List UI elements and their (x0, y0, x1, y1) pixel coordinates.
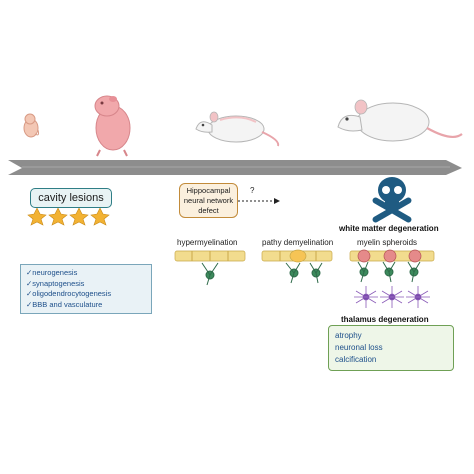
juvenile-mouse-icon (195, 111, 280, 147)
white-matter-title: white matter degeneration (339, 224, 439, 233)
stage-hypermyelination: hypermyelination (177, 238, 238, 247)
hippocampal-line-3: defect (198, 205, 219, 215)
embryo-icon (23, 113, 40, 138)
stage-demyelination: pathy demyelination (262, 238, 334, 247)
question-mark: ? (250, 186, 255, 195)
glia-cells (354, 286, 430, 308)
thalamus-title: thalamus degeneration (341, 315, 429, 324)
dev-item-neurogenesis: ✓neurogenesis (26, 268, 78, 277)
dev-item-synaptogenesis: ✓synaptogenesis (26, 278, 85, 288)
thalamus-item-atrophy: atrophy (335, 331, 362, 340)
dev-item-oligodendrocytogenesis: ✓oligodendrocytogenesis (26, 289, 112, 298)
dashed-arrow (238, 198, 280, 204)
skull-icon (372, 177, 412, 223)
axon-spheroids (349, 249, 435, 263)
hippocampal-line-2: neural network (183, 195, 234, 205)
development-box: ✓neurogenesis ✓synaptogenesis ✓oligodend… (20, 264, 152, 314)
dev-item-bbb: ✓BBB and vasculature (26, 299, 103, 309)
thalamus-item-neuronal-loss: neuronal loss (335, 343, 383, 352)
hippocampal-line-1: Hippocampal (186, 185, 231, 195)
cavity-lesions-box: cavity lesions (30, 188, 112, 208)
timeline-arrow (8, 160, 462, 175)
adult-mouse-icon (337, 99, 463, 142)
axon-hypermyelination (174, 250, 246, 262)
thalamus-item-calcification: calcification (335, 355, 377, 364)
newborn-pup-icon (94, 95, 131, 157)
thalamus-box: atrophy neuronal loss calcification (328, 325, 454, 371)
lesion-stars (27, 207, 110, 226)
stage-spheroids: myelin spheroids (357, 238, 418, 247)
hippocampal-defect-box: Hippocampal neural network defect (179, 183, 238, 218)
oligodendrocytes (201, 261, 421, 286)
axon-demyelination (261, 249, 333, 263)
